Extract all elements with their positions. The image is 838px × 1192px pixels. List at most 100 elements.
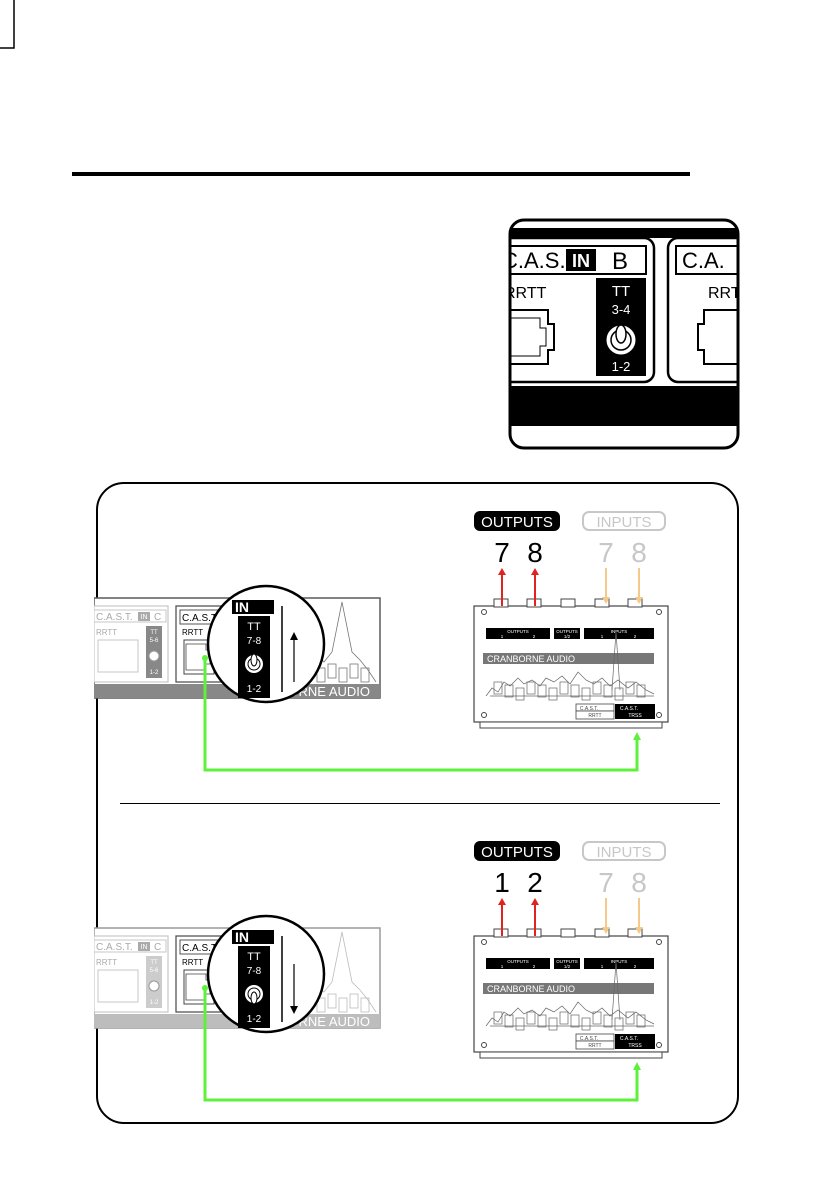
device-outputs-ch1: 1 [501,634,504,639]
device-outputs-b-ch: 1/2 [564,964,571,969]
device-cast-right-port: TRSS [628,713,642,719]
skyline-illustration [485,961,655,1031]
inputs-badge-label: INPUTS [596,844,651,861]
diagram-divider [120,803,720,804]
rack-cast-c-tt-upper: 5-6 [150,638,159,644]
rack-cast-d-port: RRTT [182,628,203,637]
input-number: 7 [598,537,614,568]
rack-cast-c-tt: TT [150,630,158,636]
arrowhead-icon [498,898,506,905]
outputs-badge-label: OUTPUTS [481,514,553,531]
device-cast-right-port: TRSS [628,1043,642,1049]
rj45-port-icon [185,643,211,671]
output-number: 2 [527,867,543,898]
zoom-letter: B [612,248,628,275]
skyline-illustration [485,631,655,701]
input-number: 7 [598,867,614,898]
device-cast-left: C.A.S.T. [580,1036,598,1042]
output-number: 8 [527,537,543,568]
arrowhead-icon [531,898,539,905]
device-outputs-b-ch: 1/2 [564,634,571,639]
rack-cast-c-port: RRTT [96,958,117,967]
magnifier-tt-lower: 1-2 [247,1014,262,1025]
rj45-port-icon [185,973,211,1001]
rack-cast-c-tt-lower: 1-2 [150,670,159,676]
outputs-badge [474,511,560,531]
zoom-in-label: IN [572,251,590,271]
arrowhead-icon [602,597,610,604]
magnifier-tt: TT [247,951,261,963]
rack-cast-c-tt-lower: 1-2 [150,1000,159,1006]
input-number: 8 [631,537,647,568]
zoom-right-label: C.A. [682,248,725,273]
device-cast-right: C.A.S.T. [620,706,638,712]
diagram-panel [96,482,739,1124]
device-brand: CRANBORNE AUDIO [487,984,575,994]
output-number: 7 [494,537,510,568]
output-number: 1 [494,867,510,898]
cast-in-b-zoom-inset: C.A.S.T. IN B RRTT TT 3-4 1-2 C.A. RRT [508,218,740,450]
tt-label: TT [612,283,630,300]
device-outputs-label: OUTPUTS [507,629,529,634]
device-outputs-b-label: OUTPUTS [556,629,578,634]
rj45-port-icon [510,309,555,365]
arrowhead-icon [633,732,641,740]
device-outputs-label: OUTPUTS [507,959,529,964]
arrowhead-icon [498,568,506,575]
rack-cast-c-in: IN [141,614,148,621]
rack-cast-c-port: RRTT [96,628,117,637]
section-heading-rule [72,172,690,176]
input-number: 8 [631,867,647,898]
cast-cable [203,988,639,1102]
device-outputs-b-label: OUTPUTS [556,959,578,964]
device-brand: CRANBORNE AUDIO [487,654,575,664]
device-inputs-ch2: 2 [634,634,637,639]
device-outputs-ch2: 2 [533,634,536,639]
magnifier-letter: D [258,598,271,618]
magnifier-in-badge: IN [235,599,249,615]
jack-icon [627,598,643,608]
cast-cable [203,658,639,772]
rack-cast-d-port: RRTT [182,958,203,967]
rack-cast-c-label: C.A.S.T. [96,942,133,953]
rack-cast-c-label: C.A.S.T. [96,612,133,623]
zoom-right-port: RRT [708,285,740,302]
rack-cast-d-label: C.A.S.T. [182,943,219,954]
rack-cast-c-letter: C [154,942,161,953]
rack-cast-c-tt-upper: 5-6 [150,968,159,974]
device-cast-right: C.A.S.T. [620,1036,638,1042]
jack-icon [594,928,610,938]
inputs-badge-label: INPUTS [596,514,651,531]
jack-icon [594,598,610,608]
arrowhead-icon [635,597,643,604]
device-inputs-ch2: 2 [634,964,637,969]
arrowhead-icon [635,927,643,934]
zoom-in-badge [566,249,596,271]
jack-icon [560,928,576,938]
magnifier-tt: TT [247,621,261,633]
device-cast-left-port: RRTT [588,713,601,719]
device-cast-left-port: RRTT [588,1043,601,1049]
rack-cast-c-tt: TT [150,960,158,966]
inputs-badge [582,511,666,531]
magnifier-tt-upper: 7-8 [247,636,262,647]
arrowhead-icon [602,927,610,934]
zoom-port-label: RRTT [508,285,547,302]
jack-icon [627,928,643,938]
device-cast-left: C.A.S.T. [580,706,598,712]
magnifier-tt-upper: 7-8 [247,966,262,977]
outputs-badge-label: OUTPUTS [481,844,553,861]
device-inputs-label: INPUTS [611,959,628,964]
device-inputs-label: INPUTS [611,629,628,634]
arrowhead-icon [531,568,539,575]
rack-cast-c-in: IN [141,944,148,951]
tt-upper-label: 3-4 [612,302,631,317]
device-inputs-ch1: 1 [601,964,604,969]
